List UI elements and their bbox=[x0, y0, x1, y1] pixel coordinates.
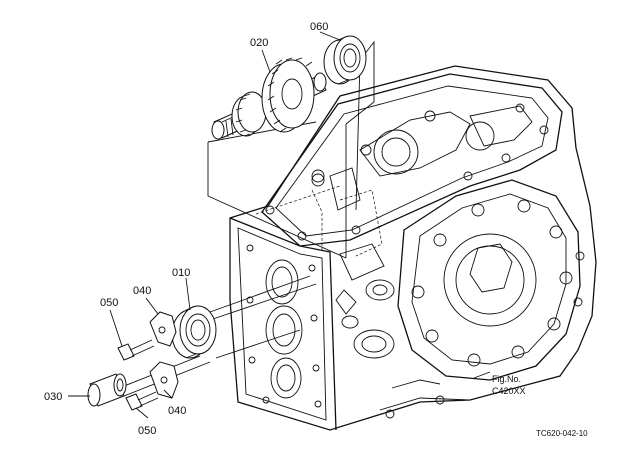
label-050-upper: 050 bbox=[100, 297, 118, 309]
bearing-010 bbox=[171, 305, 217, 359]
stopper-plate-040-lower bbox=[149, 361, 179, 399]
label-020: 020 bbox=[250, 37, 268, 49]
figure-number-label: Fig.No. bbox=[492, 374, 521, 384]
transmission-case bbox=[229, 65, 597, 431]
label-010: 010 bbox=[172, 267, 190, 279]
bush-030 bbox=[87, 373, 127, 407]
label-050-lower: 050 bbox=[138, 425, 156, 437]
label-030: 030 bbox=[44, 391, 62, 403]
bearing-060 bbox=[323, 35, 367, 85]
bolt-050-upper bbox=[117, 339, 155, 361]
figure-number-value: C420XX bbox=[492, 386, 526, 396]
label-060: 060 bbox=[310, 21, 328, 33]
leader-lines bbox=[68, 31, 491, 419]
label-040-lower: 040 bbox=[168, 405, 186, 417]
drawing-code: TC620-042-10 bbox=[536, 429, 588, 438]
label-040-upper: 040 bbox=[133, 285, 151, 297]
gear-shaft-020 bbox=[211, 57, 327, 140]
bolt-050-lower bbox=[125, 391, 159, 411]
stopper-plate-040-upper bbox=[149, 311, 177, 347]
